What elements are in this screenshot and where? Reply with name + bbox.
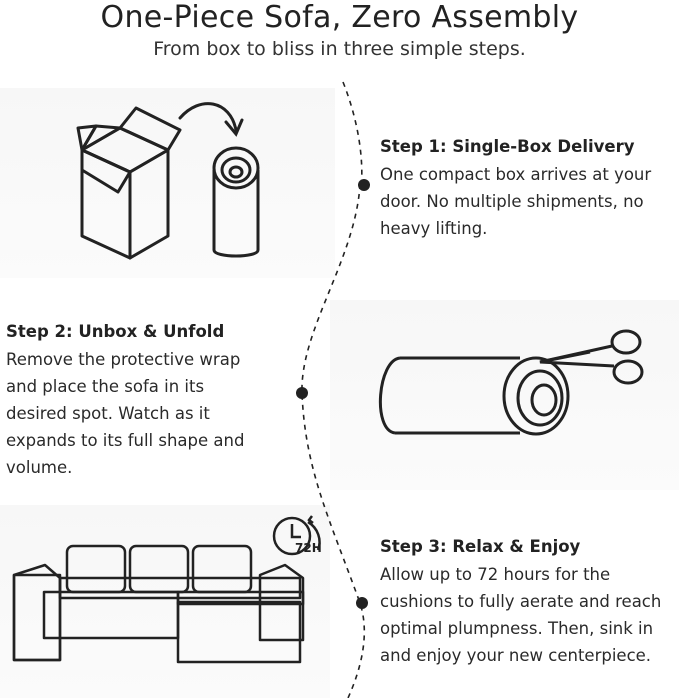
page-title: One-Piece Sofa, Zero Assembly [100,0,579,35]
step3-line: and enjoy your new centerpiece. [380,646,652,665]
sofa-icon [12,544,305,664]
rolled-sofa-icon [212,146,260,258]
step1-title: Step 1: Single-Box Delivery [380,137,635,156]
step3-line: Allow up to 72 hours for the [380,565,611,584]
step1-line: One compact box arrives at your [380,165,652,184]
step1-body: One compact box arrives at your door. No… [380,161,651,242]
clock-icon [272,515,321,556]
step2-line: Remove the protective wrap [6,350,241,369]
step2-line: desired spot. Watch as it [6,404,210,423]
step2-line: expands to its full shape and [6,431,245,450]
timeline-dot-step2 [296,387,308,399]
step3-title: Step 3: Relax & Enjoy [380,537,581,556]
step1-line: heavy lifting. [380,219,488,238]
timeline-dashed-line [301,81,366,698]
step2-title: Step 2: Unbox & Unfold [6,322,225,341]
step2-line: volume. [6,458,73,477]
arrow-icon [178,102,244,137]
step2-body: Remove the protective wrap and place the… [6,346,244,481]
timeline-dot-step3 [356,597,368,609]
step3-body: Allow up to 72 hours for the cushions to… [380,561,661,669]
box-icon [76,106,182,260]
timeline-dot-step1 [358,179,370,191]
step3-line: cushions to fully aerate and reach [380,592,662,611]
page-subtitle: From box to bliss in three simple steps. [153,38,526,60]
clock-badge-text: 72H [295,541,322,555]
rolled-sofa-icon [378,356,570,436]
step1-line: door. No multiple shipments, no [380,192,644,211]
scissors-icon [539,329,644,385]
step3-line: optimal plumpness. Then, sink in [380,619,654,638]
step2-line: and place the sofa in its [6,377,205,396]
